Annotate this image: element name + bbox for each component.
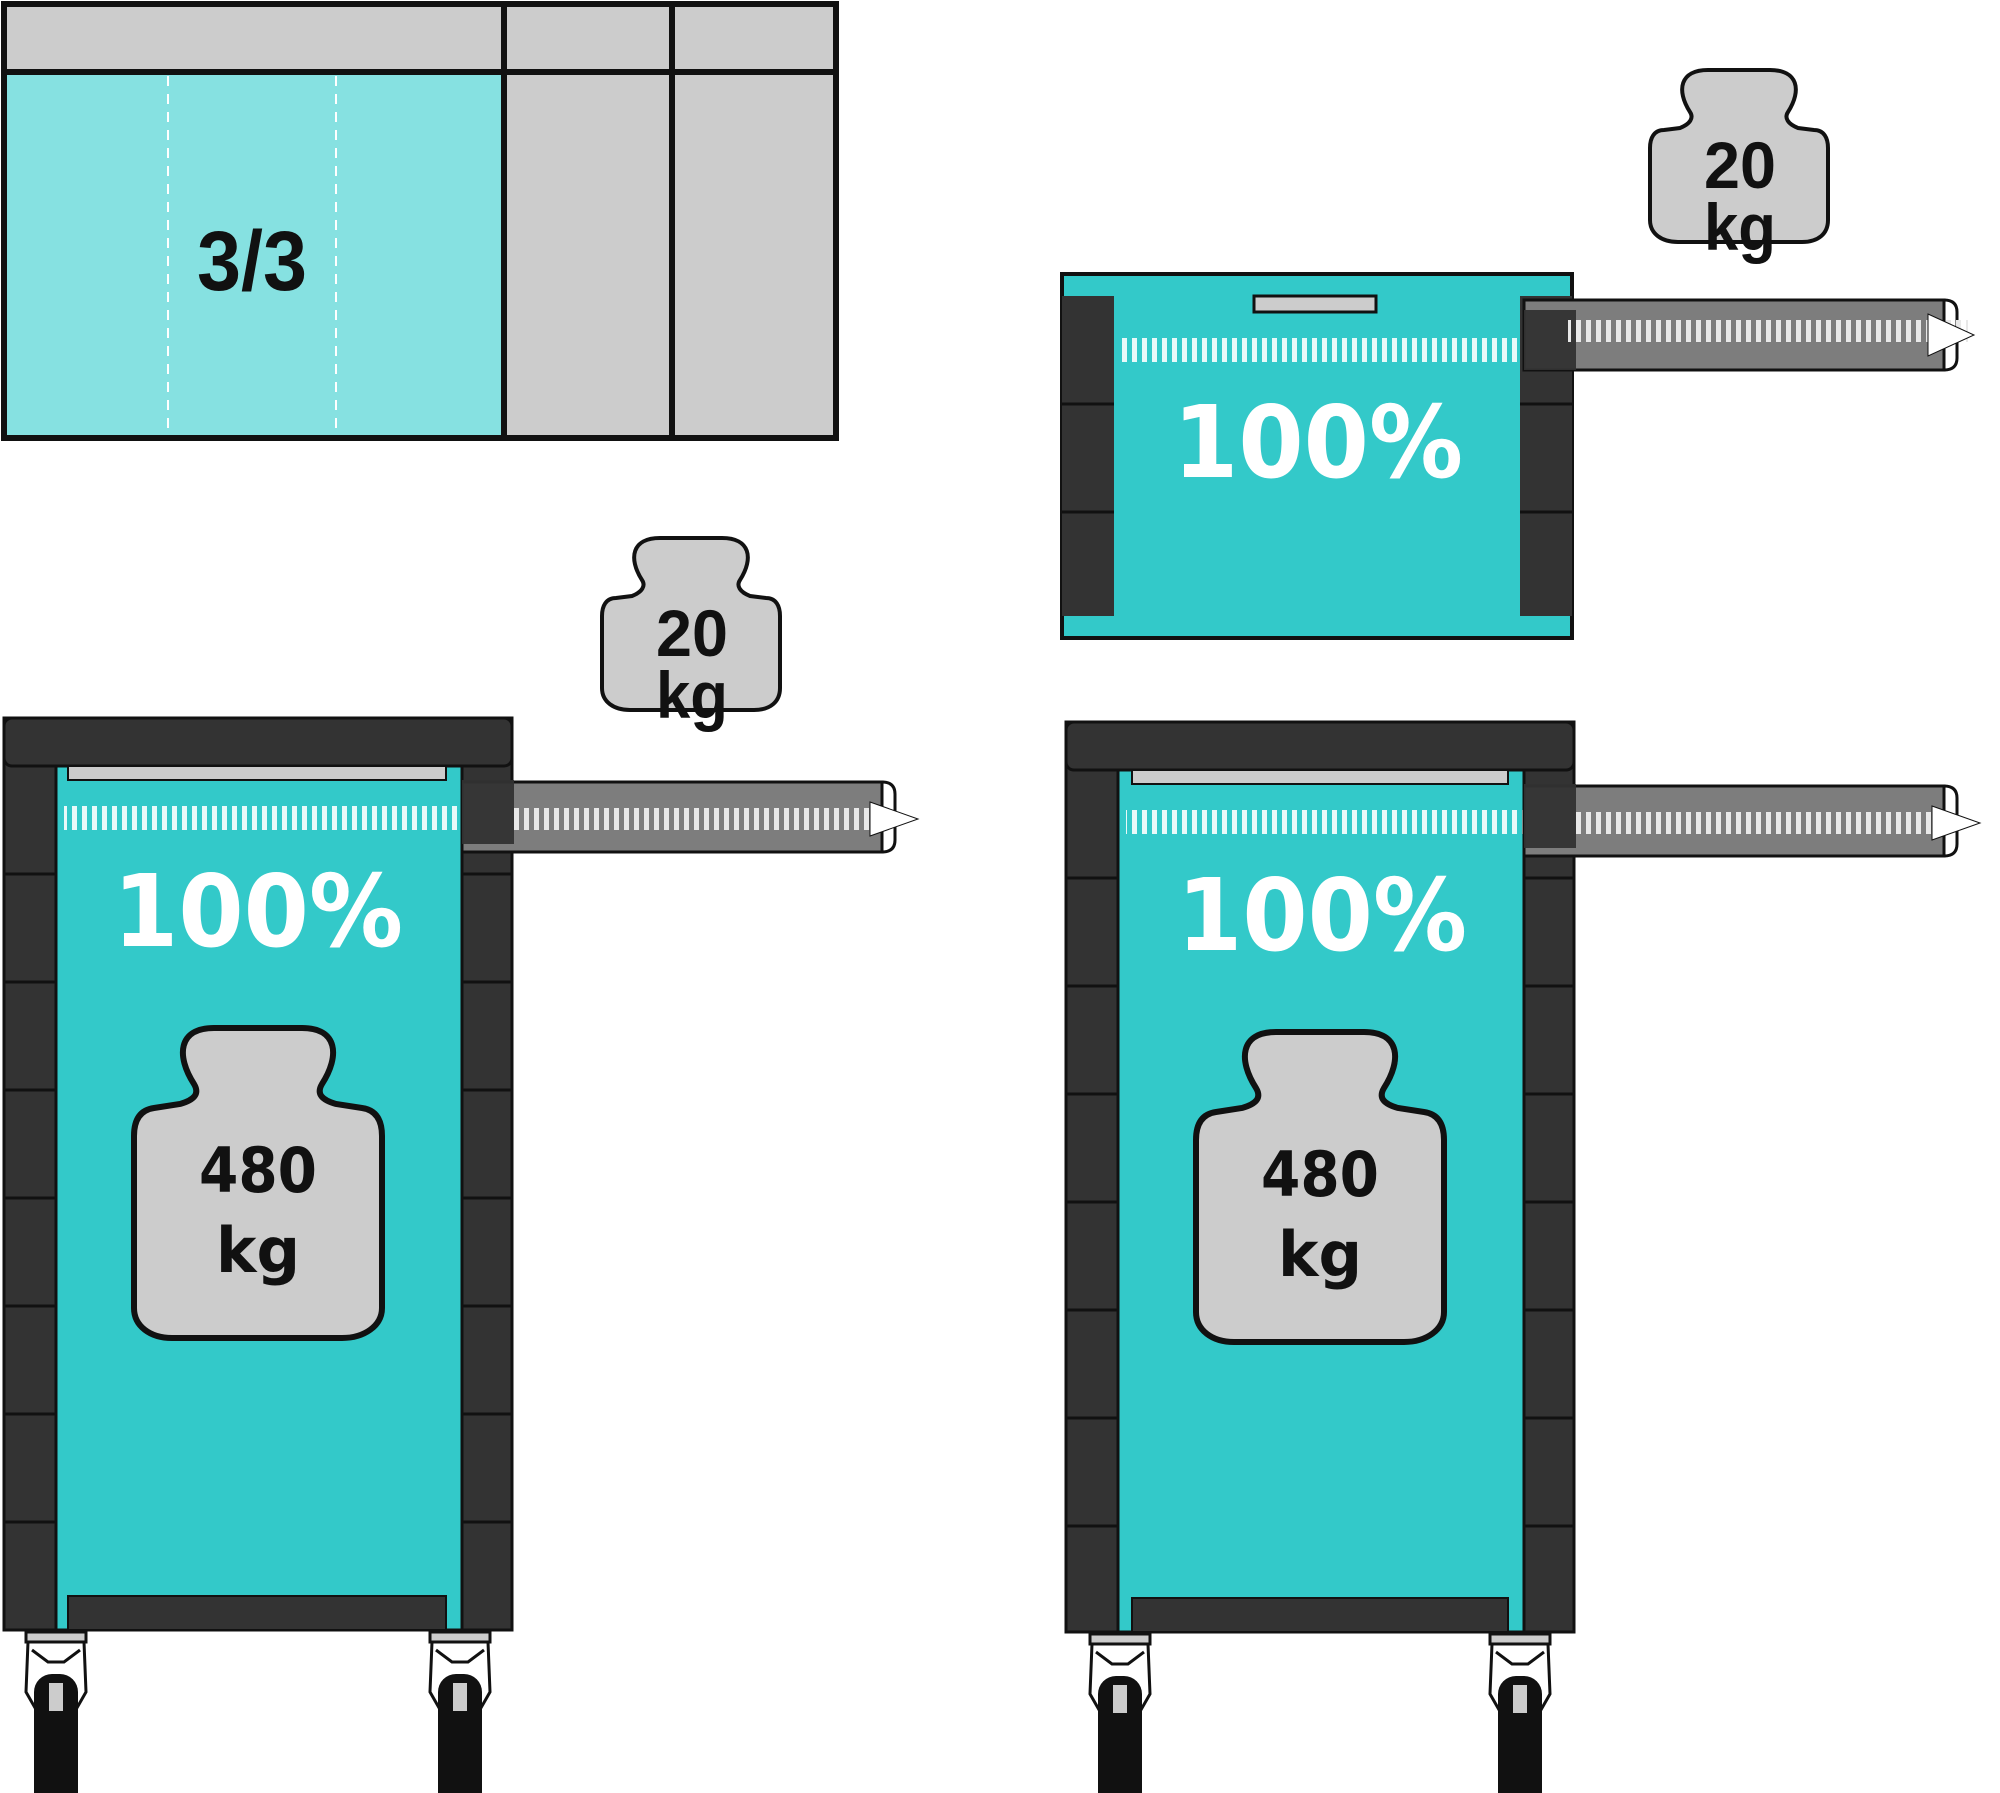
cabinet-weight-icon: 480 kg	[1196, 1032, 1444, 1342]
trolley-right: 100% 480 kg	[1064, 720, 1982, 1793]
cabinet-weight-unit: kg	[216, 1214, 300, 1287]
drawer-weight-value: 20	[1704, 128, 1776, 202]
extension-slide	[1522, 298, 1976, 372]
cabinet-weight-icon: 480 kg	[134, 1028, 382, 1338]
load-percent-label: 100%	[113, 853, 403, 970]
extension-slide	[1522, 784, 1982, 858]
cabinet-weight-unit: kg	[1278, 1218, 1362, 1291]
caster-wheel-icon	[1488, 1632, 1552, 1793]
drawer-fraction-plan: 3/3	[1, 1, 839, 441]
single-drawer-unit: 100% 20 kg	[1060, 68, 1976, 640]
drawer-weight-unit: kg	[656, 658, 728, 732]
extension-slide	[460, 780, 920, 854]
load-percent-label: 100%	[1173, 384, 1463, 501]
drawer-weight-unit: kg	[1704, 190, 1776, 264]
trolley-left: 100% 480 kg 20 kg	[2, 536, 920, 1793]
cabinet-weight-value: 480	[199, 1134, 317, 1207]
caster-wheel-icon	[24, 1630, 88, 1793]
cabinet-weight-value: 480	[1261, 1138, 1379, 1211]
caster-wheel-icon	[1088, 1632, 1152, 1793]
load-percent-label: 100%	[1177, 857, 1467, 974]
drawer-weight-icon: 20 kg	[600, 536, 782, 732]
drawer-weight-icon: 20 kg	[1648, 68, 1830, 264]
fraction-label: 3/3	[197, 214, 307, 308]
caster-wheel-icon	[428, 1630, 492, 1793]
drawer-weight-value: 20	[656, 596, 728, 670]
